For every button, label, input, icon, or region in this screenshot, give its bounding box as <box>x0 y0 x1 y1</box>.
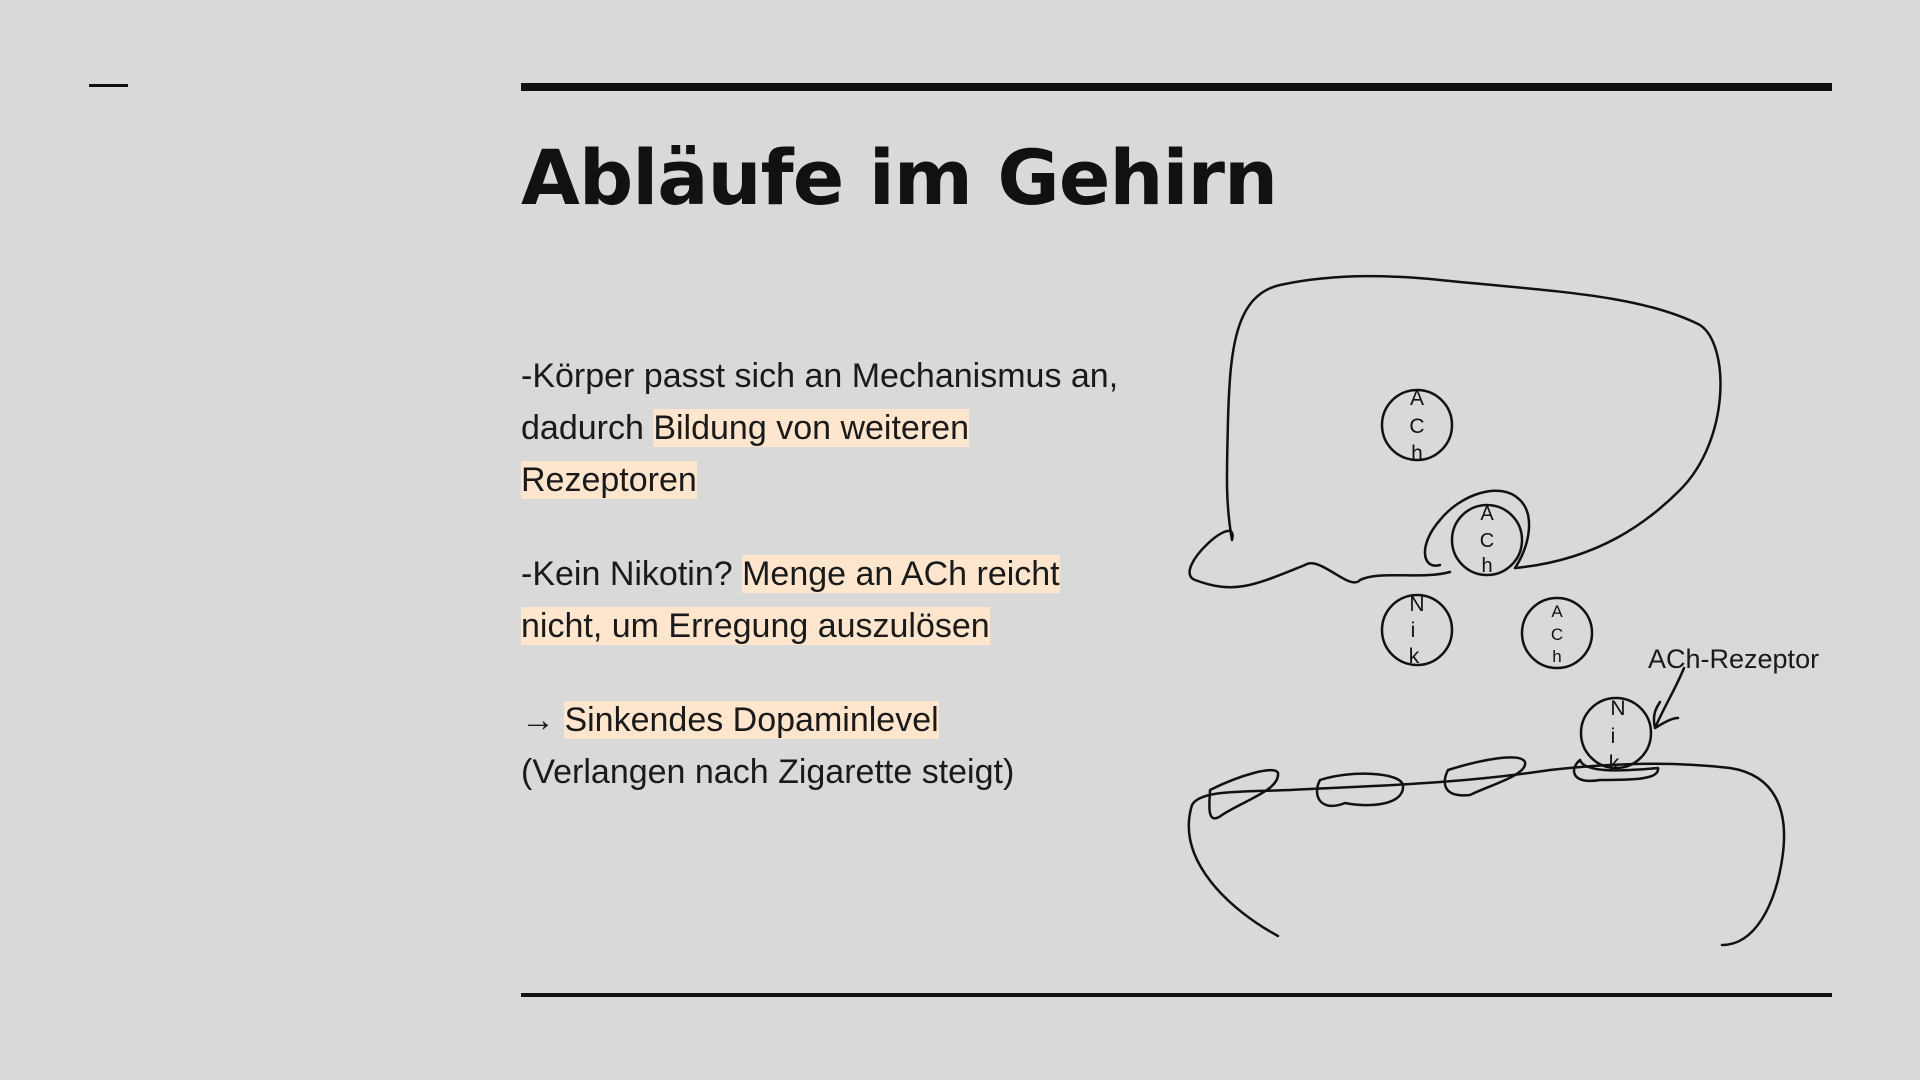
receptor-2 <box>1315 772 1405 807</box>
body-paragraph: -Kein Nikotin? Menge an ACh reicht nicht… <box>521 548 1141 652</box>
presynaptic-membrane-lower <box>1303 562 1452 584</box>
molecule-ach-2: A C h <box>1450 503 1524 577</box>
molecule-letter: h <box>1481 555 1492 577</box>
bottom-rule <box>521 993 1832 997</box>
molecule-letter: h <box>1552 647 1561 666</box>
body-text-segment: (Verlangen nach Zigarette steigt) <box>521 753 1015 791</box>
molecule-letter: N <box>1409 593 1424 616</box>
receptor-4-bound <box>1572 758 1660 783</box>
molecule-nik-2-bound: N i k <box>1579 696 1653 775</box>
molecule-letter: i <box>1411 619 1416 642</box>
slide-body: -Körper passt sich an Mechanismus an, da… <box>521 350 1141 840</box>
highlighted-text: Sinkendes Dopaminlevel <box>564 701 939 739</box>
molecule-ach-3: A C h <box>1520 596 1594 670</box>
vesicle-fusion-loop <box>1423 489 1531 570</box>
receptor-3 <box>1443 756 1527 797</box>
body-text-segment: -Kein Nikotin? <box>521 555 743 593</box>
molecule-letter: A <box>1480 503 1494 525</box>
corner-dash <box>89 84 128 87</box>
receptor-1 <box>1208 768 1280 820</box>
body-paragraph: → Sinkendes Dopaminlevel (Verlangen nach … <box>521 694 1141 798</box>
receptor-label: ACh-Rezeptor <box>1648 644 1819 674</box>
molecule-letter: A <box>1551 602 1563 621</box>
molecule-ach-1: A C h <box>1380 387 1454 465</box>
presynaptic-terminal <box>1188 274 1722 589</box>
molecule-letter: C <box>1551 625 1563 644</box>
postsynaptic-membrane <box>1187 762 1786 947</box>
synapse-diagram: A C h A C h N i k A C h N i k ACh-Rezept… <box>1187 274 1819 947</box>
body-text-segment: → <box>521 701 565 739</box>
molecule-letter: N <box>1610 697 1625 720</box>
molecule-letter: h <box>1411 442 1423 465</box>
molecule-letter: k <box>1609 752 1620 775</box>
molecule-letter: C <box>1480 530 1494 552</box>
molecule-letter: i <box>1611 725 1616 748</box>
molecule-letter: C <box>1409 415 1424 438</box>
molecule-letter: k <box>1409 645 1420 668</box>
receptor-arrow <box>1652 666 1686 730</box>
slide-title: Abläufe im Gehirn <box>521 133 1278 222</box>
body-paragraph: -Körper passt sich an Mechanismus an, da… <box>521 350 1141 506</box>
top-rule <box>521 83 1832 91</box>
molecule-nik-1: N i k <box>1380 593 1454 668</box>
molecule-letter: A <box>1410 387 1424 410</box>
body-text-segment: -Körper passt sich an Mechanismus an, da… <box>521 357 1119 447</box>
